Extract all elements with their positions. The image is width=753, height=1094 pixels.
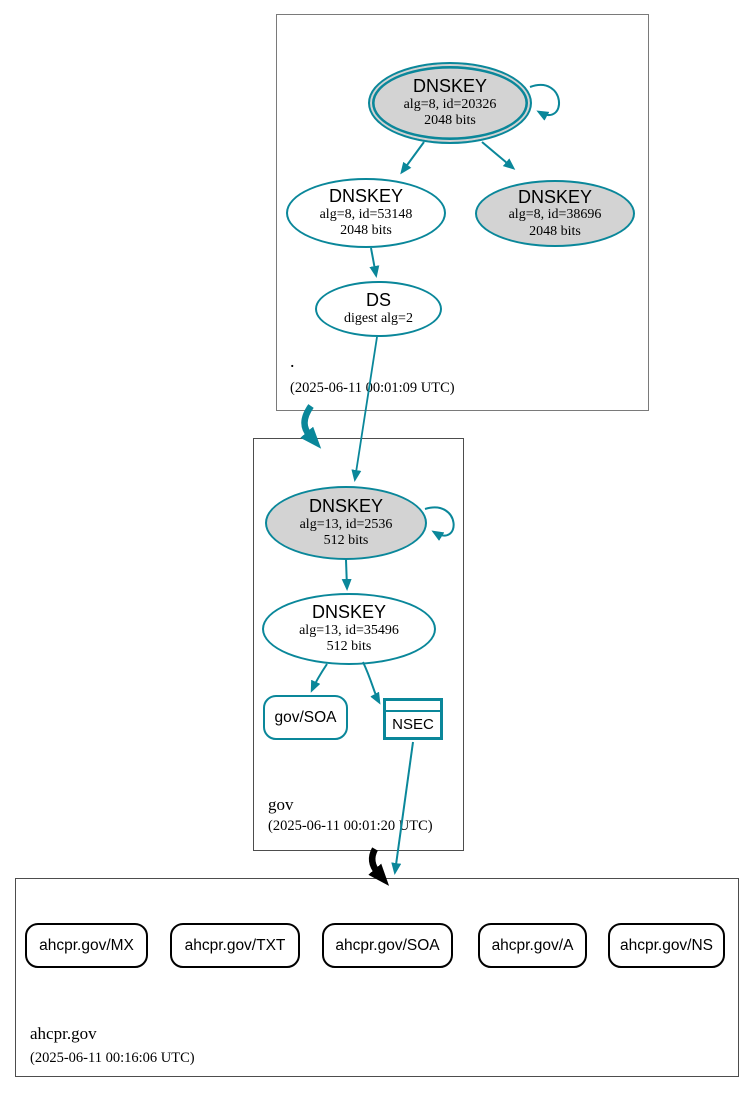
dnskey-alg-id: alg=13, id=35496 <box>299 622 399 638</box>
dnskey-title: DNSKEY <box>308 496 384 517</box>
dnskey-bits: 512 bits <box>323 533 369 549</box>
node-dnskey-gov-ksk-2536[interactable]: DNSKEY alg=13, id=2536 512 bits <box>265 486 427 560</box>
rrset-label: ahcpr.gov/MX <box>39 936 134 954</box>
node-dnskey-gov-zsk-35496[interactable]: DNSKEY alg=13, id=35496 512 bits <box>262 593 436 665</box>
node-nsec[interactable]: NSEC <box>383 698 443 740</box>
zone-timestamp-gov: (2025-06-11 00:01:20 UTC) <box>268 818 433 834</box>
dnskey-bits: 2048 bits <box>424 113 476 129</box>
nsec-top-cell <box>386 701 440 712</box>
dnskey-alg-id: alg=8, id=38696 <box>508 207 602 223</box>
rrset-label: ahcpr.gov/A <box>491 936 574 954</box>
delegation-arrow-gov-to-ahcpr-gov <box>368 847 390 886</box>
node-dnskey-root-ksk-20326[interactable]: DNSKEY alg=8, id=20326 2048 bits <box>368 62 532 144</box>
zone-timestamp-root: (2025-06-11 00:01:09 UTC) <box>290 380 455 396</box>
dnskey-title: DNSKEY <box>412 76 488 97</box>
node-ds-gov[interactable]: DS digest alg=2 <box>315 281 442 337</box>
zone-timestamp-ahcpr-gov: (2025-06-11 00:16:06 UTC) <box>30 1050 195 1066</box>
node-rrset-ahcpr-gov-a[interactable]: ahcpr.gov/A <box>478 923 587 968</box>
ds-title: DS <box>365 290 391 311</box>
node-rrset-ahcpr-gov-txt[interactable]: ahcpr.gov/TXT <box>170 923 300 968</box>
node-rrset-ahcpr-gov-soa[interactable]: ahcpr.gov/SOA <box>322 923 453 968</box>
nsec-label: NSEC <box>392 716 434 733</box>
node-rrset-gov-soa[interactable]: gov/SOA <box>263 695 348 740</box>
zone-label-ahcpr-gov: ahcpr.gov <box>30 1024 97 1043</box>
rrset-label: ahcpr.gov/SOA <box>335 936 440 954</box>
dnskey-title: DNSKEY <box>517 186 593 207</box>
node-rrset-ahcpr-gov-ns[interactable]: ahcpr.gov/NS <box>608 923 725 968</box>
zone-box-root <box>276 14 649 411</box>
zone-label-gov: gov <box>268 795 294 814</box>
dnskey-bits: 512 bits <box>326 639 372 655</box>
rrset-label: ahcpr.gov/TXT <box>184 936 286 954</box>
dnskey-title: DNSKEY <box>311 602 387 623</box>
dnskey-alg-id: alg=8, id=53148 <box>319 206 413 222</box>
dnskey-bits: 2048 bits <box>340 223 392 239</box>
node-dnskey-root-zsk-53148[interactable]: DNSKEY alg=8, id=53148 2048 bits <box>286 178 446 248</box>
dnskey-title: DNSKEY <box>328 186 404 207</box>
ds-digest-alg: digest alg=2 <box>344 311 413 327</box>
node-rrset-ahcpr-gov-mx[interactable]: ahcpr.gov/MX <box>25 923 148 968</box>
zone-box-ahcpr-gov <box>15 878 739 1077</box>
node-dnskey-root-ksk-38696[interactable]: DNSKEY alg=8, id=38696 2048 bits <box>475 180 635 247</box>
rrset-label: gov/SOA <box>274 708 337 726</box>
dnskey-alg-id: alg=8, id=20326 <box>403 96 497 112</box>
dnskey-alg-id: alg=13, id=2536 <box>299 516 393 532</box>
dnskey-bits: 2048 bits <box>529 223 581 239</box>
zone-label-root: . <box>290 351 295 371</box>
rrset-label: ahcpr.gov/NS <box>619 936 714 954</box>
